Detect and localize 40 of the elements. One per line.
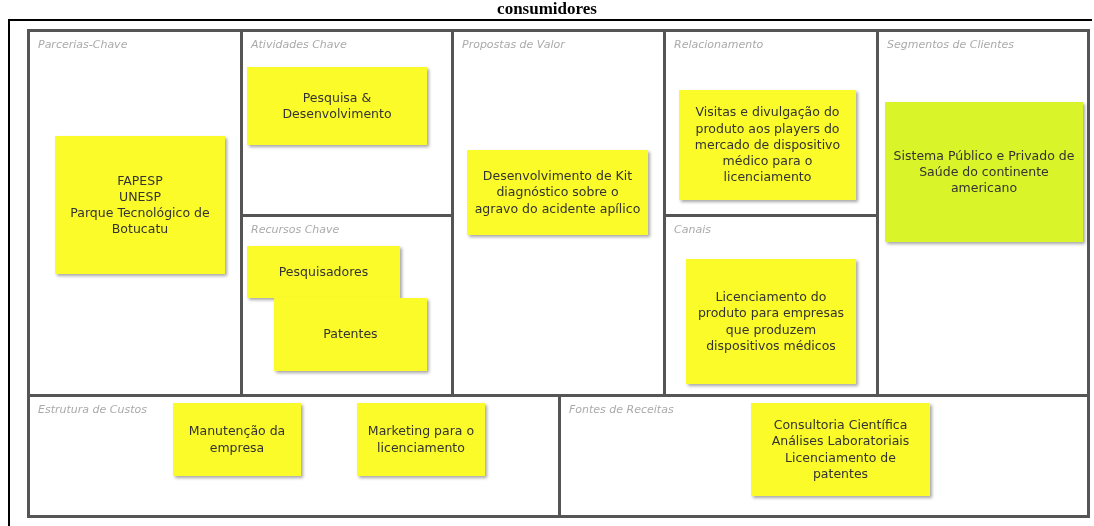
- canvas-section: [27, 394, 561, 518]
- section-heading: Fontes de Receitas: [569, 403, 674, 416]
- note-text: Licenciamento de patentes: [784, 449, 897, 482]
- section-heading: Parcerias-Chave: [38, 38, 128, 51]
- note-text: Pesquisadores: [278, 263, 369, 281]
- sticky-note: [173, 403, 301, 476]
- note-text: Análises Laboratoriais: [771, 433, 910, 450]
- note-text: Visitas e divulgação do produto aos players do mercado de dispositivo médico para o licenciamento: [693, 104, 842, 186]
- canvas-section: [27, 29, 243, 397]
- sticky-note: [247, 246, 400, 298]
- note-text: Parque Tecnológico de Botucatu: [69, 205, 211, 238]
- note-text: Sistema Público e Privado de Saúde do continente americano: [892, 147, 1076, 197]
- sticky-note: [679, 90, 856, 200]
- section-heading: Segmentos de Clientes: [887, 38, 1015, 51]
- note-text: Marketing para o licenciamento: [366, 423, 476, 456]
- section-heading: Recursos Chave: [251, 223, 340, 236]
- note-text: Manutenção da empresa: [187, 423, 287, 456]
- note-text: Pesquisa & Desenvolvimento: [281, 89, 393, 123]
- page-title: consumidores: [496, 0, 598, 18]
- note-text: Patentes: [323, 326, 378, 343]
- sticky-note: [274, 298, 427, 371]
- section-heading: Propostas de Valor: [462, 38, 565, 51]
- sticky-note: [686, 259, 856, 384]
- canvas-section: [558, 394, 1090, 518]
- sticky-note: [467, 150, 648, 235]
- note-text: Consultoria Científica: [773, 417, 908, 434]
- sticky-note: [55, 136, 225, 274]
- section-heading: Relacionamento: [674, 38, 764, 51]
- sticky-note: [357, 403, 485, 476]
- section-heading: Canais: [674, 223, 711, 236]
- note-text: Licenciamento do produto para empresas que produzem dispositivos médicos: [696, 289, 846, 354]
- note-text: FAPESP: [117, 172, 163, 189]
- section-heading: Atividades Chave: [251, 38, 347, 51]
- canvas-section: [876, 29, 1090, 397]
- sticky-note: [885, 102, 1083, 242]
- section-heading: Estrutura de Custos: [38, 403, 147, 416]
- sticky-note: [247, 67, 427, 145]
- sticky-note: [751, 403, 930, 496]
- note-text: Desenvolvimento de Kit diagnóstico sobre o agravo do acidente apílico: [473, 168, 642, 217]
- note-text: UNESP: [119, 188, 161, 205]
